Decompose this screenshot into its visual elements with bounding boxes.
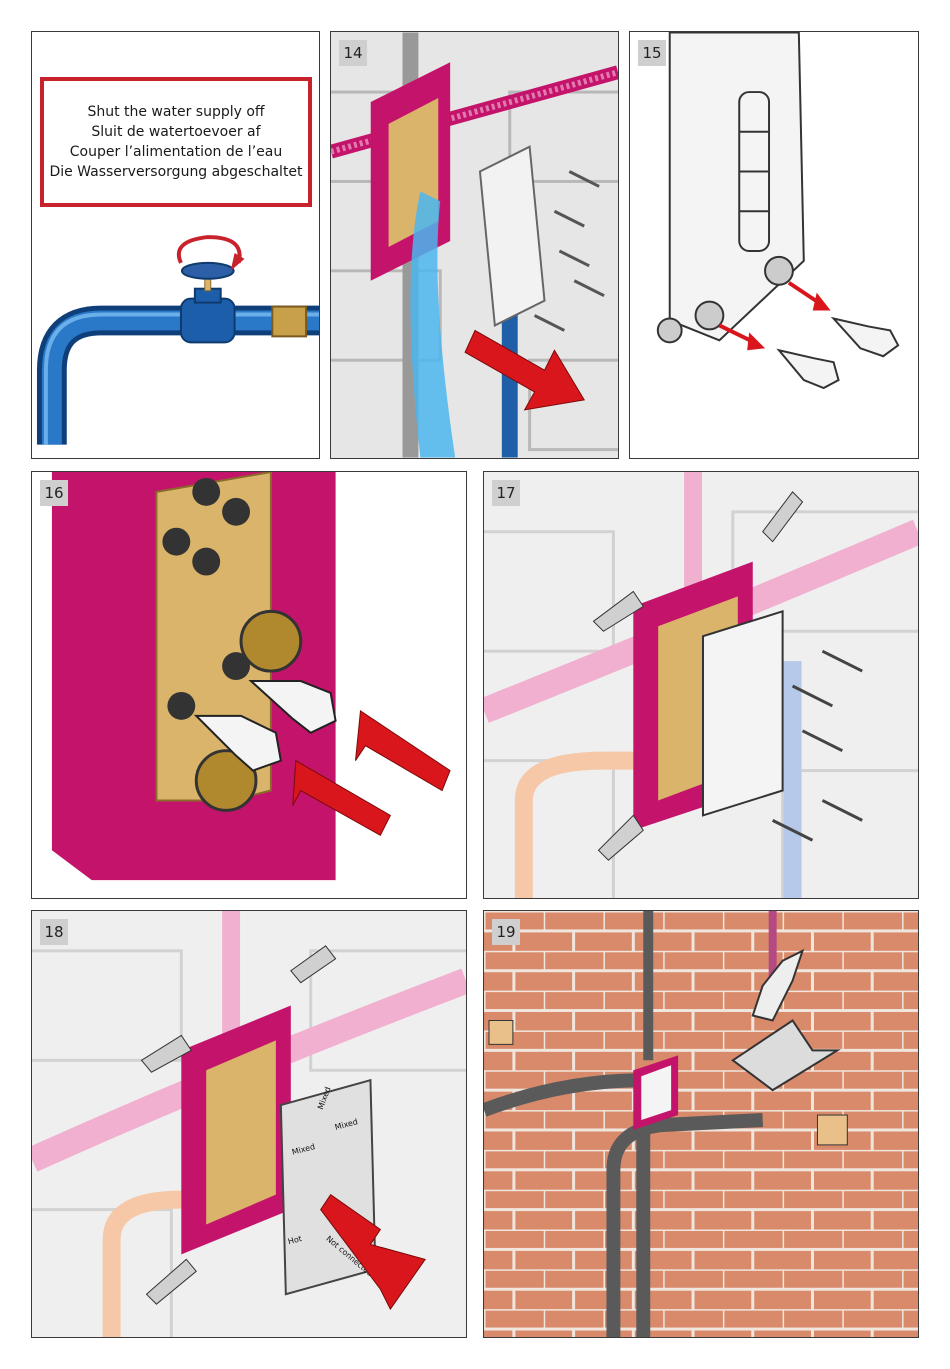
panel-step-17: 17: [483, 471, 919, 899]
step-18-illustration: Mixed Mixed Mixed Hot Not connected: [32, 911, 466, 1337]
step-number: 16: [40, 480, 68, 506]
panel-step-14: 14: [330, 31, 619, 459]
step-16-illustration: [32, 472, 466, 898]
step-number: 17: [492, 480, 520, 506]
step-15-illustration: [630, 32, 918, 458]
warning-line-nl: Sluit de watertoevoer af: [91, 122, 260, 142]
warning-line-fr: Couper l’alimentation de l’eau: [70, 142, 282, 162]
step-19-illustration: [484, 911, 918, 1337]
warning-line-en: Shut the water supply off: [87, 102, 264, 122]
warning-box: Shut the water supply off Sluit de water…: [40, 77, 312, 207]
step-number: 18: [40, 919, 68, 945]
step-number: 15: [638, 40, 666, 66]
panel-step-15: 15: [629, 31, 919, 459]
step-number: 14: [339, 40, 367, 66]
step-14-illustration: [331, 32, 618, 458]
panel-step-19: 19: [483, 910, 919, 1338]
panel-shut-water: Shut the water supply off Sluit de water…: [31, 31, 320, 459]
step-number: 19: [492, 919, 520, 945]
panel-step-16: 16: [31, 471, 467, 899]
step-17-illustration: [484, 472, 918, 898]
warning-line-de: Die Wasserversorgung abgeschaltet: [49, 162, 302, 182]
panel-step-18: 18 Mixed Mixed Mixed Hot Not connected: [31, 910, 467, 1338]
